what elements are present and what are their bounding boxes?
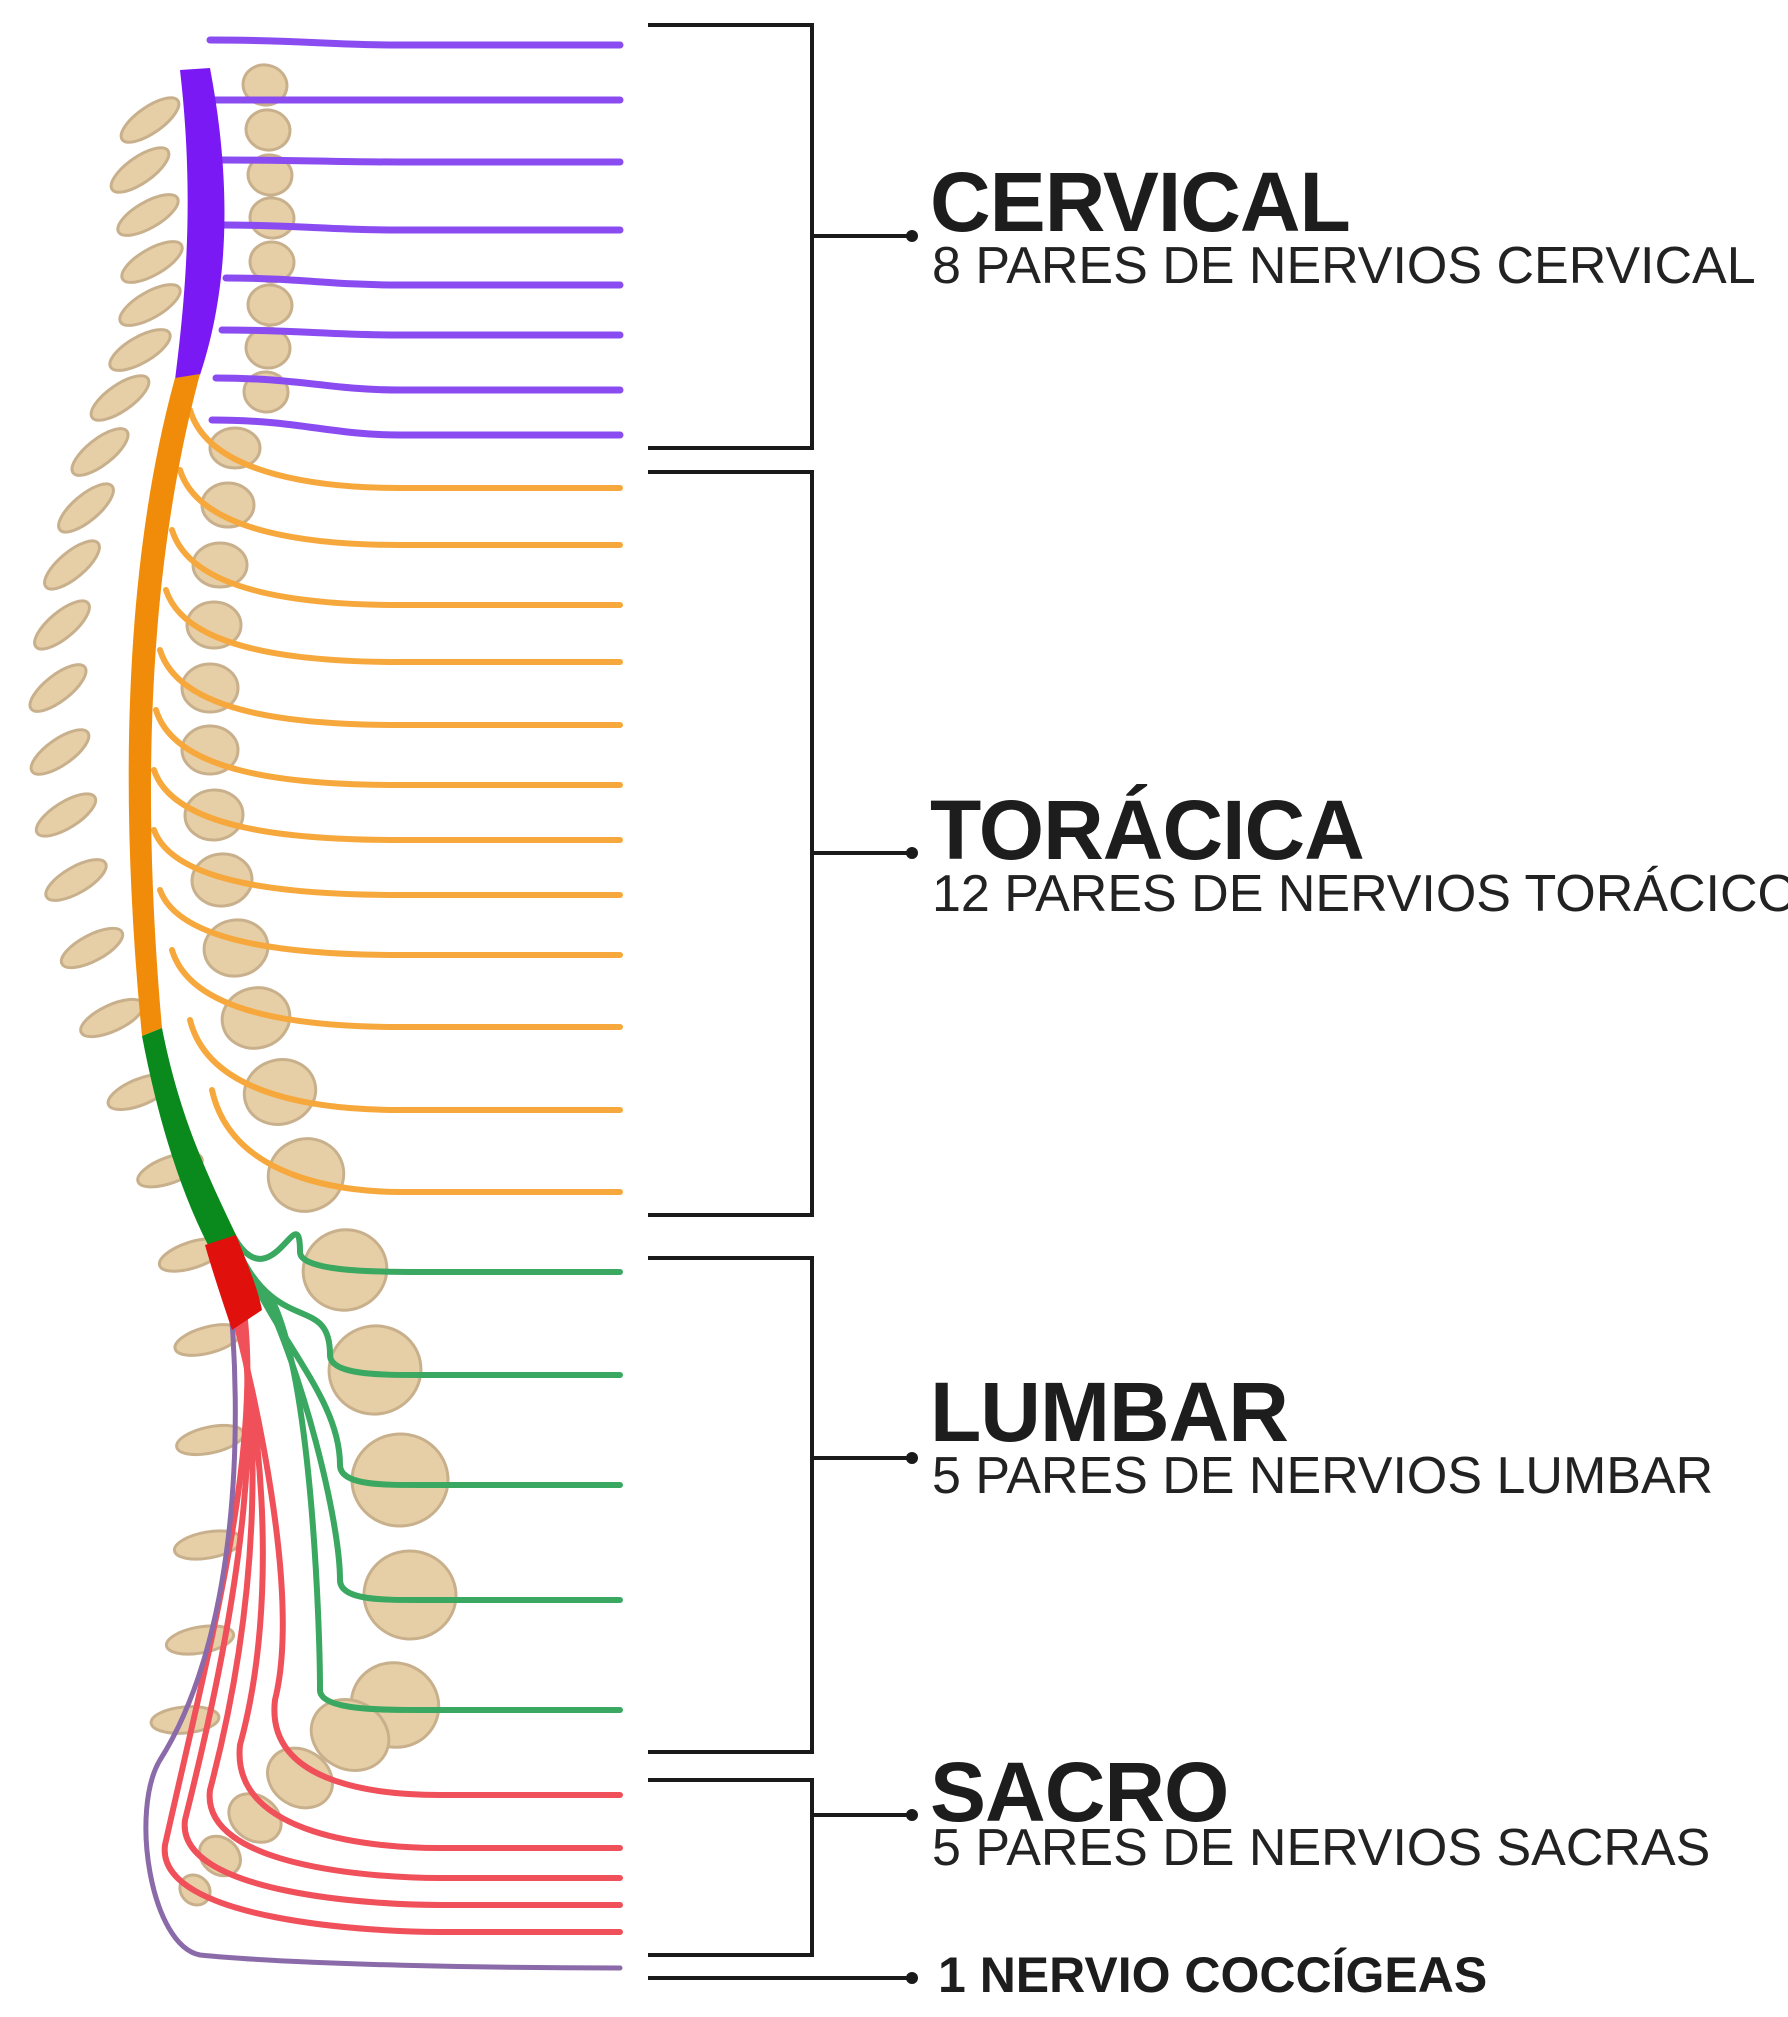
vertebral-body [242, 1058, 318, 1126]
toracica-bracket [648, 470, 814, 1217]
lumbar-pointer-dot [906, 1452, 918, 1464]
thoracic-nerve [163, 587, 623, 665]
cervical-nerve [222, 274, 624, 289]
vertebral-body [180, 662, 240, 714]
spinal-nerves [143, 36, 624, 1971]
spinous-process [29, 728, 91, 776]
lumbar-nerve [269, 1297, 623, 1713]
spinal-cord [128, 68, 262, 1330]
toracica-pointer-dot [906, 847, 918, 859]
spinous-process [33, 599, 91, 651]
lumbar-subtitle: 5 PARES DE NERVIOS LUMBAR [932, 1447, 1714, 1505]
toracica-subtitle: 12 PARES DE NERVIOS TORÁCICO [932, 865, 1788, 923]
spinous-process [57, 482, 115, 534]
thoracic-nerve [153, 707, 623, 788]
spinous-process [116, 193, 180, 237]
thoracic-nerve [151, 767, 623, 843]
spinous-process [28, 663, 88, 713]
sacro-subtitle: 5 PARES DE NERVIOS SACRAS [932, 1819, 1711, 1877]
vertebral-body [362, 1549, 458, 1641]
thoracic-nerve [187, 407, 623, 491]
cervical-nerve [218, 156, 624, 166]
region-brackets [648, 23, 918, 1984]
spinous-process [109, 146, 171, 194]
cervical-subtitle: 8 PARES DE NERVIOS CERVICAL [932, 237, 1756, 295]
thoracic-cord-segment [128, 374, 200, 1036]
vertebral-body [266, 1746, 334, 1810]
sacro-pointer-dot [906, 1809, 918, 1821]
lumbar-bracket [648, 1256, 814, 1754]
vertebral-body [350, 1432, 450, 1528]
spinous-process [43, 539, 101, 591]
cervical-nerve [208, 416, 624, 439]
spinous-process [108, 328, 172, 372]
vertebral-body [208, 426, 262, 470]
cervical-nerve [212, 374, 624, 394]
coccyx-label: 1 NERVIO COCCÍGEAS [938, 1947, 1488, 2003]
spinous-process [149, 1705, 221, 1735]
cervical-nerve [218, 326, 624, 339]
vertebral-body [246, 153, 294, 197]
spinous-process [120, 240, 184, 284]
spinous-process [118, 283, 182, 327]
spinous-process [59, 926, 125, 970]
vertebral-body [183, 788, 245, 842]
thoracic-nerve [187, 1017, 623, 1113]
vertebral-body [220, 986, 292, 1050]
cervical-nerve [220, 221, 624, 234]
spinous-process [164, 1624, 236, 1656]
cervical-pointer-dot [906, 230, 918, 242]
sacro-title: SACRO [930, 1745, 1229, 1839]
cervical-cord-segment [175, 68, 225, 380]
thoracic-nerve [169, 527, 623, 608]
sacro-bracket [648, 1778, 814, 1957]
sacral-nerve [161, 1242, 623, 1935]
cervical-bracket [648, 23, 814, 450]
spinous-process [44, 858, 108, 902]
spinous-process [89, 374, 151, 422]
vertebral-body [266, 1137, 346, 1213]
lumbar-nerve [227, 1227, 623, 1275]
vertebral-body [309, 1698, 391, 1772]
lumbar-cord-segment [142, 1028, 236, 1245]
lumbar-title: LUMBAR [930, 1365, 1289, 1459]
coccyx-pointer-dot [906, 1972, 918, 1984]
vertebral-body [248, 196, 296, 240]
spinous-process [70, 427, 130, 477]
vertebral-body [246, 283, 294, 327]
cervical-nerve [206, 36, 624, 49]
vertebral-body [180, 724, 240, 776]
thoracic-nerve [169, 947, 623, 1030]
thoracic-nerve [157, 887, 623, 958]
thoracic-nerve [151, 827, 623, 898]
thoracic-nerve [157, 647, 623, 728]
vertebral-body [244, 108, 292, 152]
vertebral-body [241, 63, 289, 107]
sacral-cord-segment [205, 1235, 262, 1330]
spinous-process [79, 997, 145, 1039]
vertebral-body [185, 600, 243, 650]
spinous-process [34, 792, 98, 838]
spinous-process [119, 96, 181, 144]
thoracic-nerve [177, 467, 623, 548]
thoracic-nerve [209, 1087, 623, 1195]
coccygeal-nerve [143, 1247, 623, 1971]
cervical-title: CERVICAL [930, 155, 1351, 249]
vertebral-body [327, 1324, 423, 1416]
toracica-title: TORÁCICA [930, 783, 1365, 877]
